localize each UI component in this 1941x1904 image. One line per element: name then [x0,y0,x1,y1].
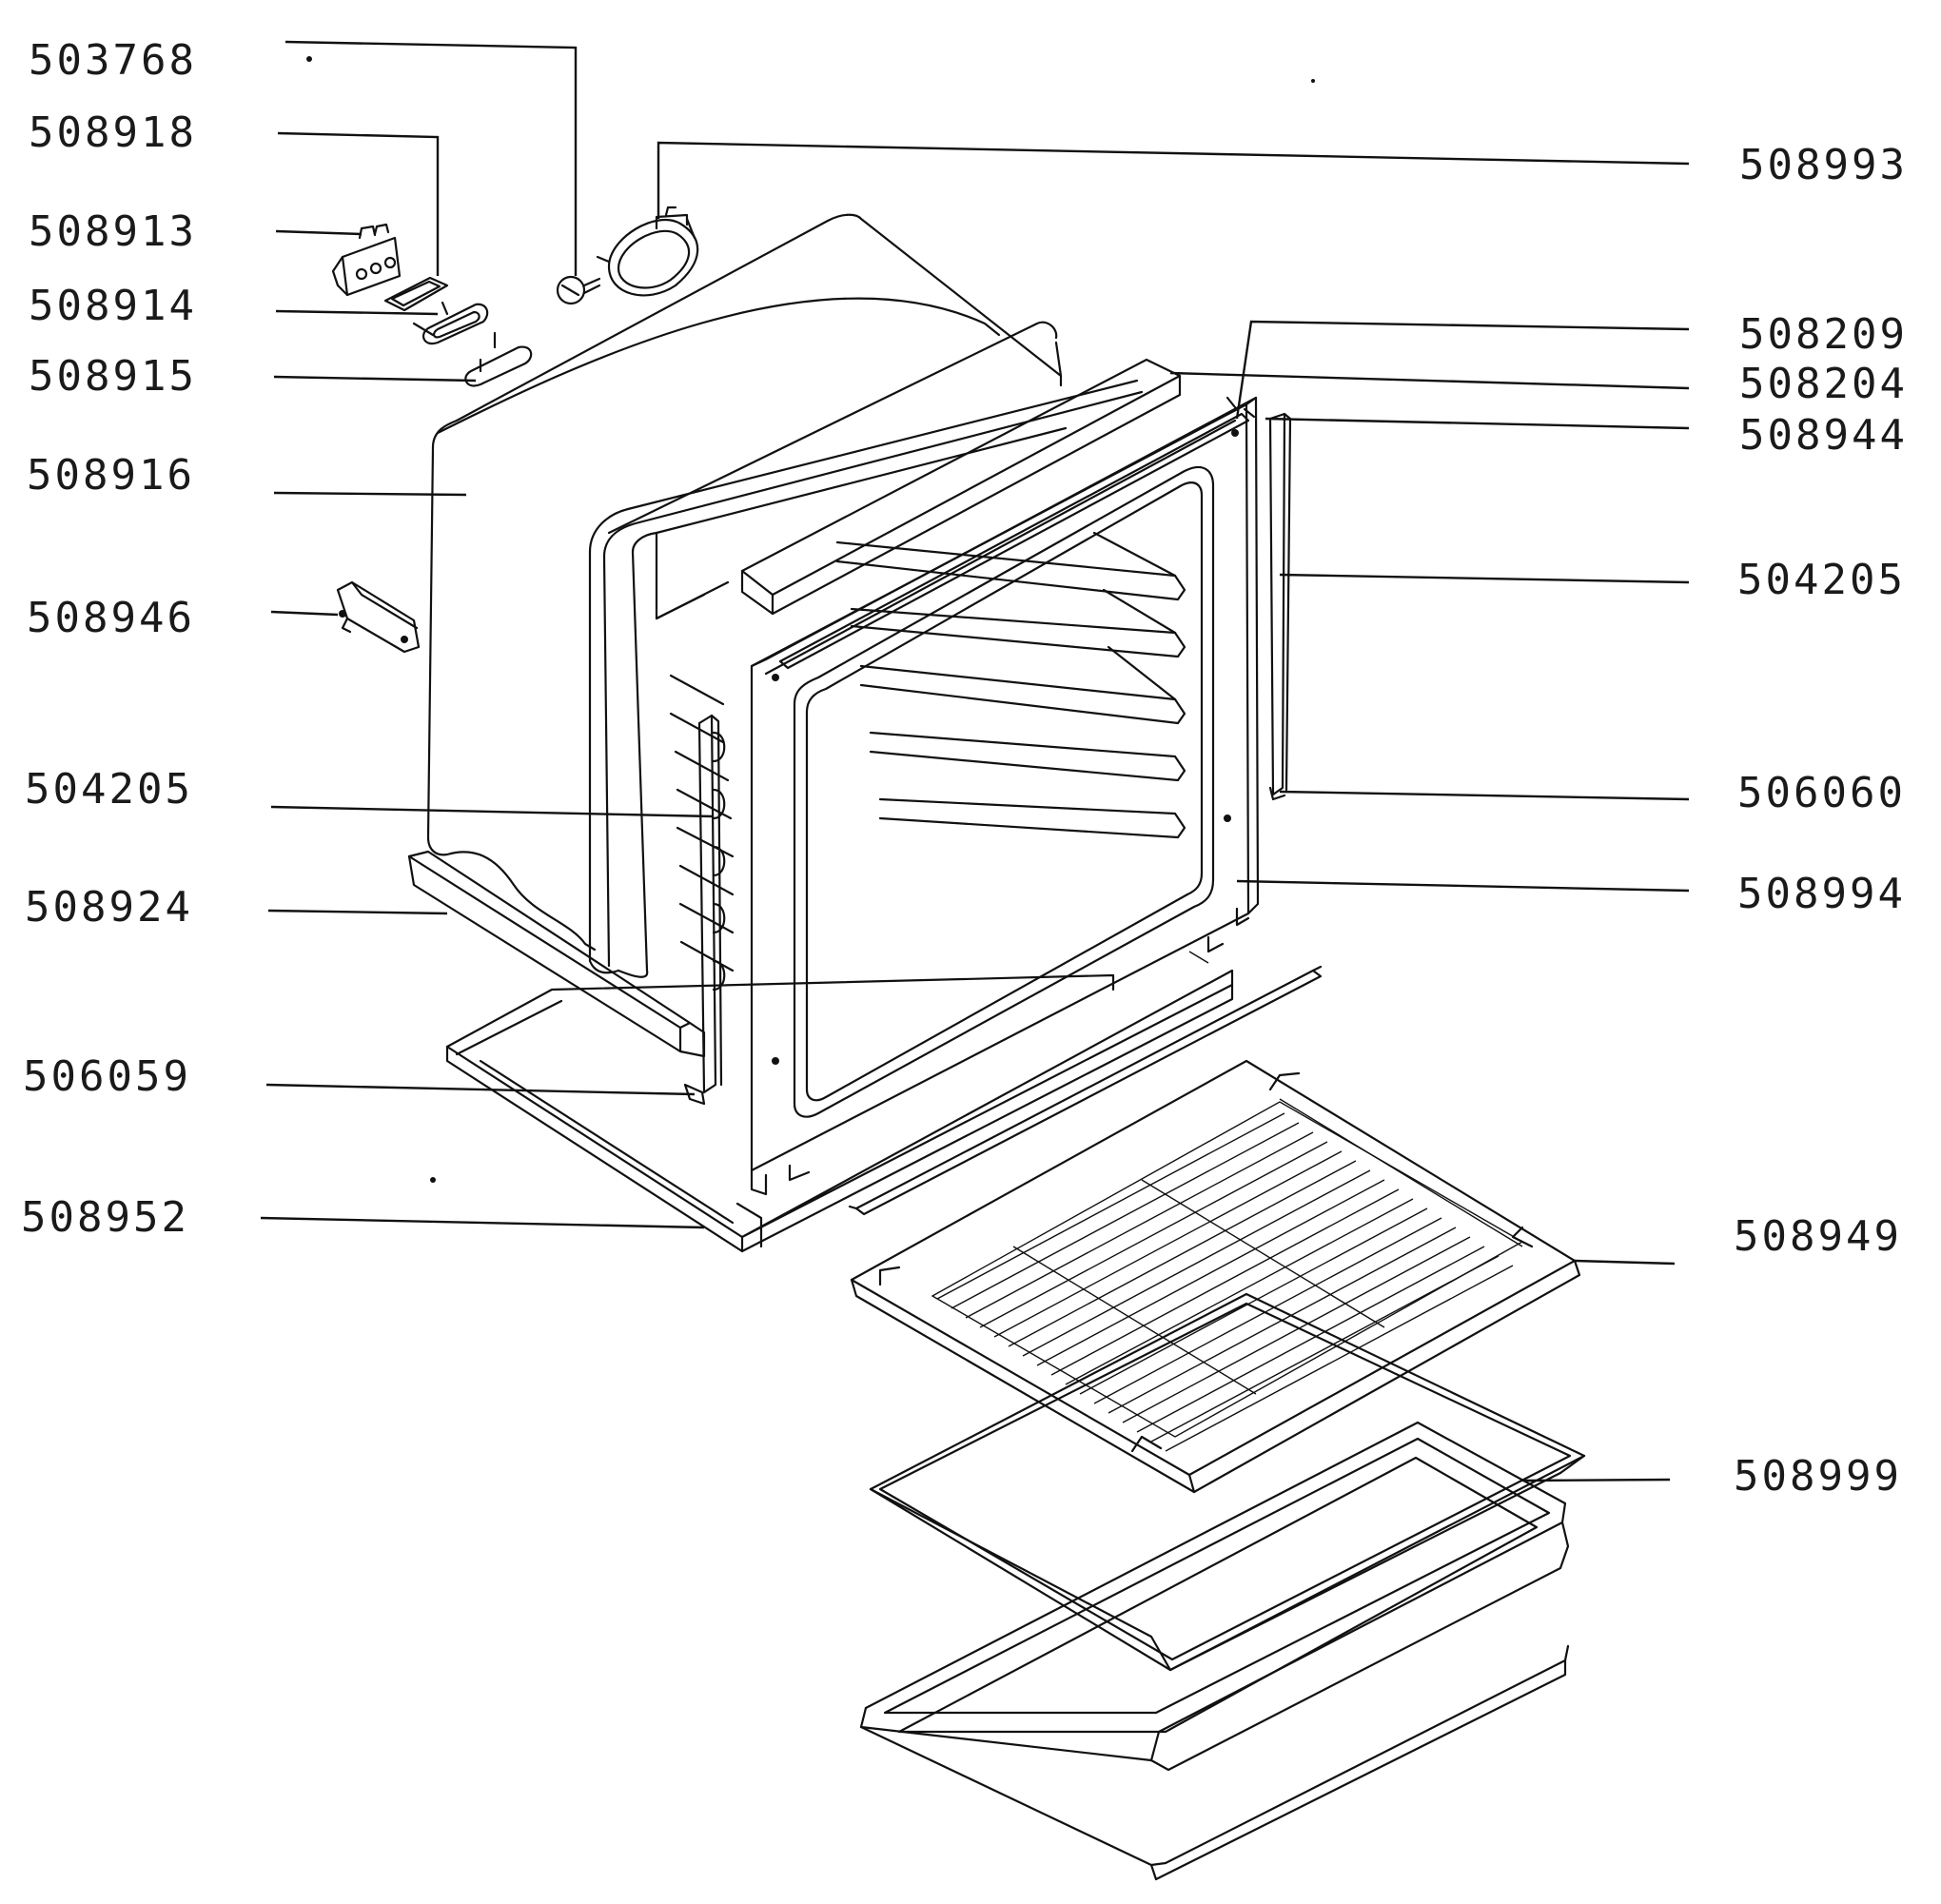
part-label-508204: 508204 [1739,360,1908,408]
leader-508993 [657,141,1690,219]
part-label-506059: 506059 [23,1052,191,1101]
leader-508949 [1574,1259,1676,1266]
leader-508204 [1169,371,1690,390]
leader-508915 [273,375,477,383]
part-label-503768: 503768 [29,36,197,85]
base-frame [445,969,1234,1253]
leader-508944 [1265,417,1690,430]
part-label-508924: 508924 [25,883,193,932]
leader-508209 [1235,320,1690,420]
leader-504205-left [270,805,715,818]
leader-503768 [284,40,578,276]
side-rail-right [1268,412,1292,801]
screw-part [556,275,601,305]
part-label-504205-right: 504205 [1737,556,1906,604]
part-label-508915: 508915 [29,352,197,401]
leader-lines [260,40,1690,1482]
leader-508913 [275,229,363,236]
top-deflector [740,358,1182,616]
part-label-508994: 508994 [1737,870,1906,918]
leader-508916 [273,491,467,497]
part-label-508918: 508918 [29,108,197,157]
part-label-508949: 508949 [1734,1212,1902,1261]
leader-506060 [1279,790,1690,801]
leader-508952 [260,1216,705,1229]
lamp-cover-part [596,206,699,297]
leader-504205-right [1279,573,1690,584]
gasket-part [383,276,449,312]
lamp-holder-part [412,301,489,345]
top-rod [778,396,1256,670]
part-label-508914: 508914 [29,282,197,330]
part-label-508993: 508993 [1739,141,1908,189]
part-label-508913: 508913 [29,207,197,256]
part-label-508944: 508944 [1739,411,1908,460]
part-label-508952: 508952 [21,1193,189,1242]
bracket-part [336,580,421,654]
bottom-tray [407,850,706,1058]
lower-rod [848,965,1323,1216]
door-frame [750,396,1260,1196]
wire-rack [850,1059,1581,1494]
leader-508924 [267,909,448,915]
part-label-506060: 506060 [1737,769,1906,817]
baking-tray [869,1292,1586,1672]
part-label-508946: 508946 [27,594,195,642]
leader-508946 [270,610,339,617]
leader-508918 [277,131,440,276]
oven-body [426,213,1144,991]
leader-508914 [275,309,439,316]
part-label-508999: 508999 [1734,1452,1902,1501]
part-label-508916: 508916 [27,451,195,500]
inner-runners [835,531,1209,964]
part-label-504205-left: 504205 [25,765,193,814]
part-label-508209: 508209 [1739,310,1908,359]
lamp-glass-part [464,331,533,387]
leader-508994 [1236,879,1690,893]
leader-506059 [265,1083,696,1096]
side-rail-left [683,714,723,1106]
drip-pan [859,1421,1570,1881]
terminal-block-part [331,223,402,297]
